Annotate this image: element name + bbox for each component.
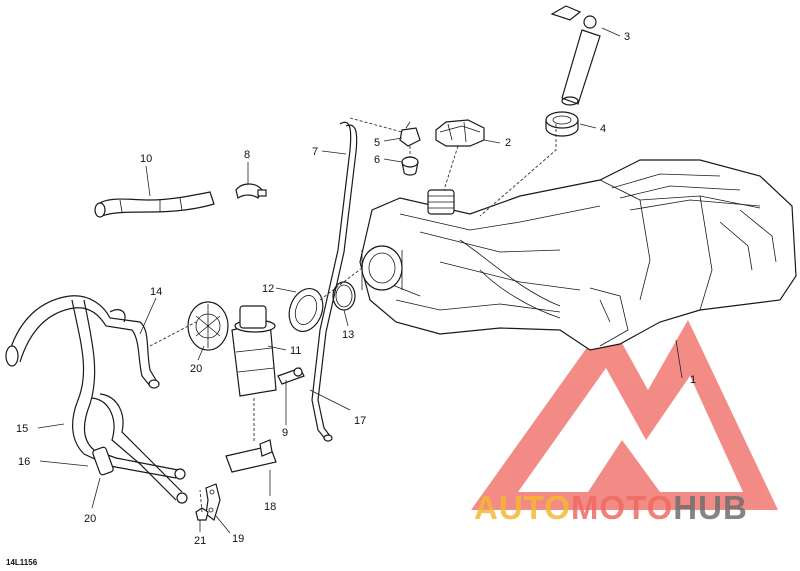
callout-9: 9: [282, 427, 288, 439]
nut: [195, 507, 209, 521]
callout-15: 15: [16, 423, 28, 435]
callout-10: 10: [140, 153, 152, 165]
callout-1: 1: [690, 374, 696, 386]
callout-4: 4: [600, 123, 606, 135]
leader-lines: [37, 27, 683, 534]
callout-13: 13: [342, 329, 354, 341]
watermark-logo-mark: [471, 318, 778, 510]
callout-3: 3: [624, 31, 630, 43]
grommet: [401, 156, 419, 176]
pickup-tube: [277, 367, 305, 385]
fuel-filter: [225, 439, 277, 473]
callout-21: 21: [194, 535, 206, 547]
callout-14: 14: [150, 286, 162, 298]
watermark-word-moto: MOTO: [571, 489, 673, 526]
callout-8: 8: [244, 149, 250, 161]
callout-18: 18: [264, 501, 276, 513]
callout-20-lower: 20: [84, 513, 96, 525]
hose-assembly: [5, 295, 188, 504]
lock-ring: [288, 288, 324, 332]
o-ring: [332, 281, 356, 311]
callout-12: 12: [262, 283, 274, 295]
callout-16: 16: [18, 456, 30, 468]
callout-19: 19: [232, 533, 244, 545]
clamp-8: [235, 183, 267, 199]
watermark-word-hub: HUB: [673, 489, 748, 526]
fuel-pump: [187, 301, 277, 397]
svg-text:AUTOMOTOHUB: AUTOMOTOHUB: [474, 489, 748, 526]
watermark-word-auto: AUTO: [474, 489, 571, 526]
callout-20-upper: 20: [190, 363, 202, 375]
callout-11: 11: [290, 345, 301, 357]
support-bracket: [205, 483, 221, 521]
callout-labels: 1 2 3 4 5 6 7 8 9 10 11 12 13 14 15 16 1…: [16, 31, 696, 547]
vent-valve: [399, 121, 421, 147]
watermark-logo-inner: [588, 440, 660, 492]
watermark-logo: [471, 318, 778, 510]
callout-5: 5: [374, 137, 380, 149]
gasket: [545, 111, 579, 137]
hose-10: [94, 191, 215, 218]
watermark-wordmark: AUTOMOTOHUB: [474, 489, 748, 526]
assembly-lines: [149, 117, 557, 513]
callout-2: 2: [505, 137, 511, 149]
callout-7: 7: [312, 146, 318, 158]
vent-hose: [311, 121, 358, 442]
tank-cap: [435, 119, 485, 147]
callout-6: 6: [374, 154, 380, 166]
diagram-part-code: 14L1156: [6, 558, 38, 567]
callout-17: 17: [354, 415, 366, 427]
fuel-tank: [359, 159, 797, 351]
fill-cap-with-gauge: [550, 5, 601, 106]
